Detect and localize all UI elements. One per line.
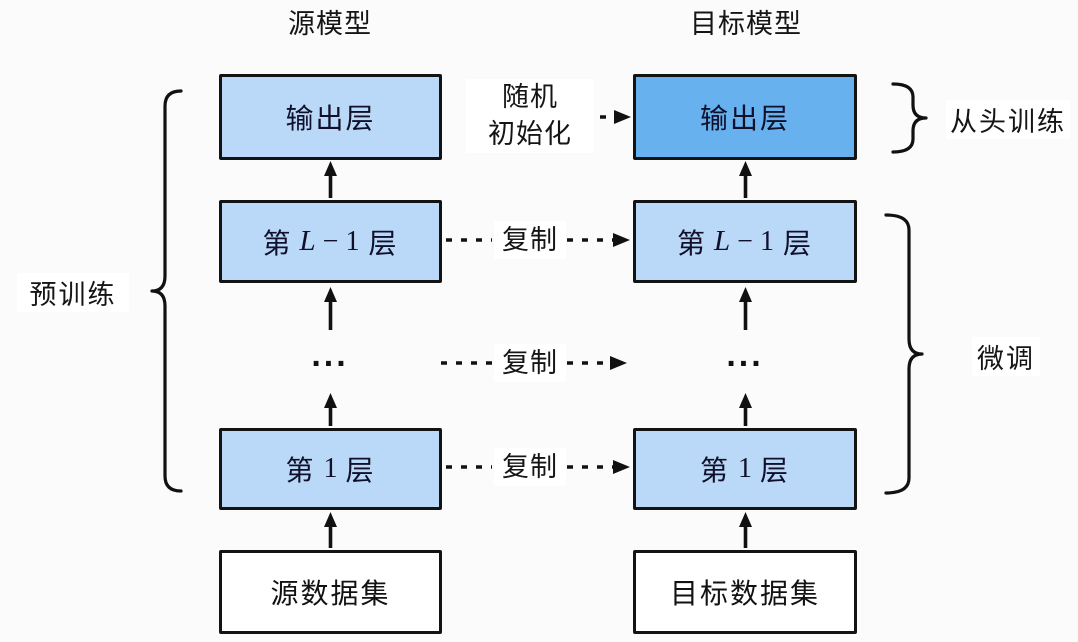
target-up-arrows bbox=[739, 161, 752, 548]
target-output-layer-box: 输出层 bbox=[633, 74, 857, 160]
train-from-scratch-label: 从头训练 bbox=[946, 100, 1070, 139]
dashed-arrows bbox=[441, 115, 614, 469]
target-dataset-label: 目标数据集 bbox=[669, 578, 820, 609]
finetune-label: 微调 bbox=[972, 337, 1040, 376]
target-model-title: 目标模型 bbox=[690, 9, 802, 39]
layer-label-post: 层 bbox=[345, 455, 376, 486]
train-from-scratch-brace bbox=[891, 82, 928, 154]
copy-label-bottom: 复制 bbox=[494, 448, 566, 486]
source-output-layer-box: 输出层 bbox=[219, 74, 442, 160]
finetune-brace bbox=[884, 213, 924, 495]
layer-label-pre: 第 bbox=[262, 227, 293, 259]
random-init-label: 随机 初始化 bbox=[466, 79, 594, 153]
pretrain-brace bbox=[150, 89, 183, 493]
target-dataset-box: 目标数据集 bbox=[633, 550, 857, 634]
layer-minus-one: − 1 bbox=[737, 225, 774, 257]
layer-label-pre: 第 bbox=[285, 455, 316, 486]
source-dataset-label: 源数据集 bbox=[270, 578, 391, 609]
copy-label-top: 复制 bbox=[494, 221, 566, 259]
layer-label-pre: 第 bbox=[677, 227, 708, 259]
target-hidden-layers-ellipsis: ... bbox=[726, 336, 764, 374]
layer-number-1: 1 bbox=[738, 453, 752, 484]
source-up-arrows bbox=[324, 161, 337, 548]
layer-label-pre: 第 bbox=[699, 455, 730, 486]
layer-label-post: 层 bbox=[760, 455, 791, 486]
layer-variable-L: L bbox=[299, 225, 316, 257]
layer-number-1: 1 bbox=[323, 453, 338, 484]
layer-label-post: 层 bbox=[368, 227, 399, 259]
random-init-line2: 初始化 bbox=[488, 119, 572, 149]
pretrain-label: 预训练 bbox=[17, 273, 129, 312]
source-output-layer-label: 输出层 bbox=[285, 103, 376, 134]
layer-minus-one: − 1 bbox=[322, 225, 360, 257]
layer-label-post: 层 bbox=[782, 227, 813, 259]
target-output-layer-label: 输出层 bbox=[699, 103, 790, 134]
source-dataset-box: 源数据集 bbox=[219, 550, 442, 634]
source-model-title: 源模型 bbox=[288, 9, 372, 39]
copy-label-middle: 复制 bbox=[494, 344, 566, 382]
source-hidden-layers-ellipsis: ... bbox=[311, 336, 349, 374]
dashed-arrowheads bbox=[610, 110, 631, 474]
random-init-line1: 随机 bbox=[502, 82, 558, 112]
layer-variable-L: L bbox=[714, 225, 731, 257]
